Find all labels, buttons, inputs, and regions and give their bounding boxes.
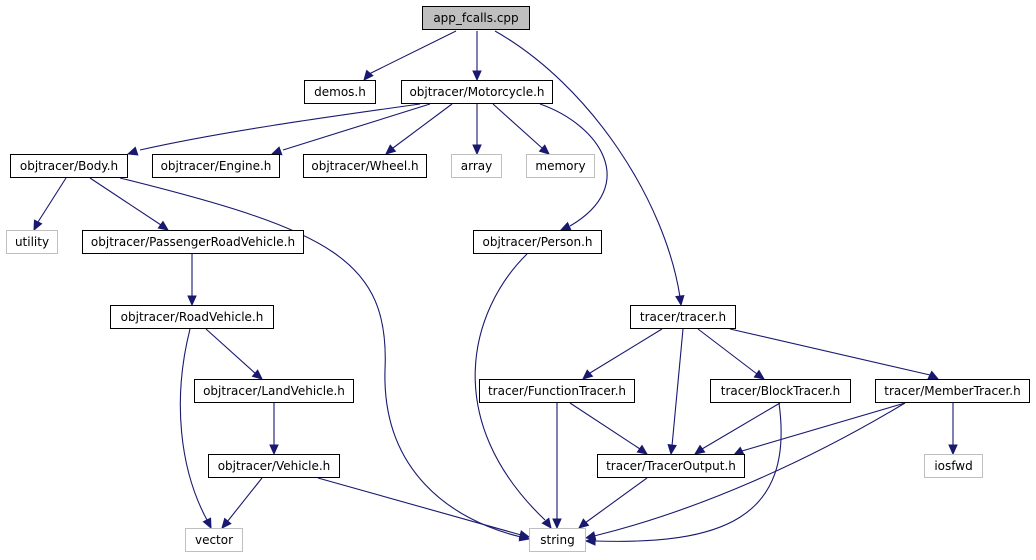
node-tracer-functiontracer-h[interactable]: tracer/FunctionTracer.h xyxy=(479,379,635,403)
node-tracer-blocktracer-h[interactable]: tracer/BlockTracer.h xyxy=(710,379,851,403)
arrowhead-veh-to-vector xyxy=(221,517,232,529)
arrowhead-prv-to-rv xyxy=(187,295,197,307)
edge-body-to-utility xyxy=(37,177,67,223)
arrowhead-app-to-tracer xyxy=(675,294,685,307)
node-demos-h[interactable]: demos.h xyxy=(304,80,376,104)
node-app-fcalls-cpp: app_fcalls.cpp xyxy=(422,6,530,30)
edge-tracer-to-mt xyxy=(729,328,931,376)
arrowhead-tracer-to-mt xyxy=(927,370,940,380)
edge-ft-to-to xyxy=(569,402,641,450)
node-vector: vector xyxy=(185,528,243,552)
node-tracer-membertracer-h[interactable]: tracer/MemberTracer.h xyxy=(875,379,1030,403)
node-objtracer-landvehicle-h[interactable]: objtracer/LandVehicle.h xyxy=(194,379,354,403)
node-objtracer-motorcycle-h[interactable]: objtracer/Motorcycle.h xyxy=(401,80,553,104)
arrowhead-person-to-string xyxy=(541,517,552,529)
node-utility: utility xyxy=(6,230,58,254)
node-tracer-traceroutput-h[interactable]: tracer/TracerOutput.h xyxy=(597,454,745,478)
edge-app-to-tracer xyxy=(494,30,681,298)
edge-veh-to-string xyxy=(317,477,522,536)
arrowhead-rv-to-vector xyxy=(202,517,212,530)
arrowhead-body-to-utility xyxy=(33,219,43,232)
arrowhead-moto-to-person xyxy=(559,221,572,231)
edge-moto-to-wheel xyxy=(392,103,453,149)
arrowhead-ft-to-string xyxy=(552,518,562,530)
edge-body-to-string xyxy=(119,177,522,538)
arrowhead-tracer-to-to xyxy=(667,443,677,456)
edge-bt-to-to xyxy=(701,402,781,450)
node-objtracer-wheel-h[interactable]: objtracer/Wheel.h xyxy=(303,154,427,178)
edge-moto-to-person xyxy=(539,103,608,227)
arrowhead-body-to-prv xyxy=(157,220,170,231)
arrowhead-moto-to-wheel xyxy=(385,144,397,155)
node-tracer-tracer-h[interactable]: tracer/tracer.h xyxy=(630,305,736,329)
node-objtracer-passengerroadvehicle-h[interactable]: objtracer/PassengerRoadVehicle.h xyxy=(82,230,304,254)
edge-rv-to-vector xyxy=(179,328,208,521)
edge-moto-to-memory xyxy=(492,103,543,149)
arrowhead-mt-to-iosfwd xyxy=(948,444,958,456)
node-objtracer-roadvehicle-h[interactable]: objtracer/RoadVehicle.h xyxy=(110,305,274,329)
node-string: string xyxy=(529,528,586,552)
arrowhead-moto-to-body xyxy=(126,146,139,156)
edge-moto-to-engine xyxy=(282,103,431,151)
arrowhead-bt-to-to xyxy=(693,444,706,455)
node-memory: memory xyxy=(526,154,595,178)
arrowhead-lv-to-veh xyxy=(269,444,279,456)
edge-mt-to-string xyxy=(593,402,906,537)
edge-person-to-string xyxy=(474,253,546,521)
node-iosfwd: iosfwd xyxy=(924,454,983,478)
edge-tracer-to-to xyxy=(671,328,684,447)
node-array: array xyxy=(451,154,502,178)
node-objtracer-body-h[interactable]: objtracer/Body.h xyxy=(10,154,128,178)
edge-tracer-to-ft xyxy=(589,328,663,374)
edge-mt-to-to xyxy=(741,402,906,452)
arrowhead-app-to-moto xyxy=(472,70,482,82)
node-objtracer-engine-h[interactable]: objtracer/Engine.h xyxy=(152,154,280,178)
arrowhead-to-to-string xyxy=(578,518,590,529)
node-objtracer-person-h[interactable]: objtracer/Person.h xyxy=(473,230,602,254)
edge-moto-to-body xyxy=(139,103,421,151)
arrowhead-moto-to-memory xyxy=(538,144,550,155)
edge-veh-to-vector xyxy=(226,477,263,523)
arrowhead-moto-to-array xyxy=(472,144,482,156)
edge-body-to-prv xyxy=(89,177,162,226)
arrowhead-veh-to-string xyxy=(518,530,531,540)
node-objtracer-vehicle-h[interactable]: objtracer/Vehicle.h xyxy=(208,454,340,478)
arrowhead-tracer-to-bt xyxy=(753,369,766,380)
edge-app-to-demos xyxy=(368,30,457,75)
edge-tracer-to-bt xyxy=(697,328,758,375)
arrowhead-mt-to-string xyxy=(584,531,597,541)
arrowhead-app-to-demos xyxy=(363,69,374,81)
edge-rv-to-lv xyxy=(205,328,257,375)
arrowhead-ft-to-to xyxy=(636,444,649,455)
edge-to-to-string xyxy=(584,477,648,524)
edge-bt-to-string xyxy=(593,402,782,542)
arrowhead-rv-to-lv xyxy=(251,369,263,380)
arrowhead-tracer-to-ft xyxy=(582,369,594,380)
